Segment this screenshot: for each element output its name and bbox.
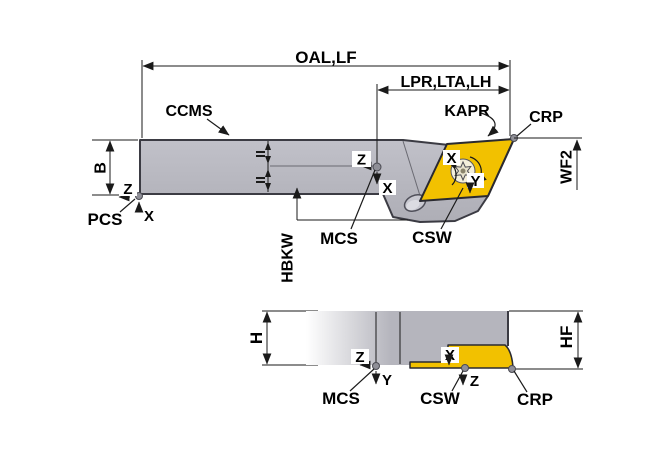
side-view: OAL,LF LPR,LTA,LH CCMS KAPR CRP WF xyxy=(88,48,582,283)
dim-oal: OAL,LF xyxy=(141,48,511,138)
csw-label-group-side: CSW X Y xyxy=(412,150,484,247)
label-crp-top: CRP xyxy=(517,390,553,409)
label-csw-side: CSW xyxy=(412,228,453,247)
label-hbkw: HBKW xyxy=(280,232,297,283)
label-crp: CRP xyxy=(529,109,563,126)
dim-hbkw: HBKW xyxy=(280,187,408,283)
top-view: H HF Z Y MCS X Z CS xyxy=(247,310,583,409)
pcs-axis-x: X xyxy=(144,208,154,225)
dim-h: H xyxy=(247,311,272,365)
label-oal: OAL,LF xyxy=(295,48,356,67)
label-csw-top: CSW xyxy=(420,389,461,408)
crp-point-group-top: CRP xyxy=(508,365,553,409)
mcs-axis-z-top: Z xyxy=(355,349,364,366)
csw-axis-x-top: X xyxy=(445,347,455,364)
label-kapr: KAPR xyxy=(444,103,490,120)
label-wf2: WF2 xyxy=(559,150,576,184)
csw-point-top xyxy=(461,364,469,372)
label-kapr-group: KAPR xyxy=(444,103,499,137)
mcs-axis-x-side: X xyxy=(382,180,392,197)
dim-lpr: LPR,LTA,LH xyxy=(376,74,510,164)
mcs-point-side xyxy=(372,162,382,172)
pcs-point-group: Z X PCS xyxy=(88,181,154,229)
dim-hf: HF xyxy=(509,310,583,370)
pcs-axis-z: Z xyxy=(123,181,132,198)
label-lpr: LPR,LTA,LH xyxy=(401,74,492,91)
mcs-axis-z-side: Z xyxy=(357,152,366,169)
label-h: H xyxy=(247,332,266,344)
csw-axis-x-side: X xyxy=(446,150,456,167)
csw-axis-y-side: Y xyxy=(470,173,480,190)
label-ccms-group: CCMS xyxy=(165,103,230,136)
mcs-axis-y-top: Y xyxy=(382,372,392,389)
mcs-point-top xyxy=(372,362,380,370)
insert-pocket-line xyxy=(402,140,422,200)
label-b: B xyxy=(93,162,110,174)
label-mcs-side: MCS xyxy=(320,229,358,248)
equality-marks xyxy=(256,151,265,183)
mcs-point-group-top: Z Y MCS xyxy=(322,349,392,408)
label-hf: HF xyxy=(557,326,576,349)
csw-axis-z-top: Z xyxy=(470,373,479,390)
csw-point-group-top: X Z CSW xyxy=(420,347,479,408)
label-ccms: CCMS xyxy=(165,103,212,120)
crp-point-group: CRP xyxy=(510,109,563,142)
label-pcs: PCS xyxy=(88,210,123,229)
crp-point-top xyxy=(508,365,516,373)
dim-wf2: WF2 xyxy=(514,137,582,190)
clamp-hole-highlight xyxy=(406,199,420,211)
mcs-point-group-side: Z X MCS xyxy=(320,151,396,248)
label-mcs-top: MCS xyxy=(322,389,360,408)
